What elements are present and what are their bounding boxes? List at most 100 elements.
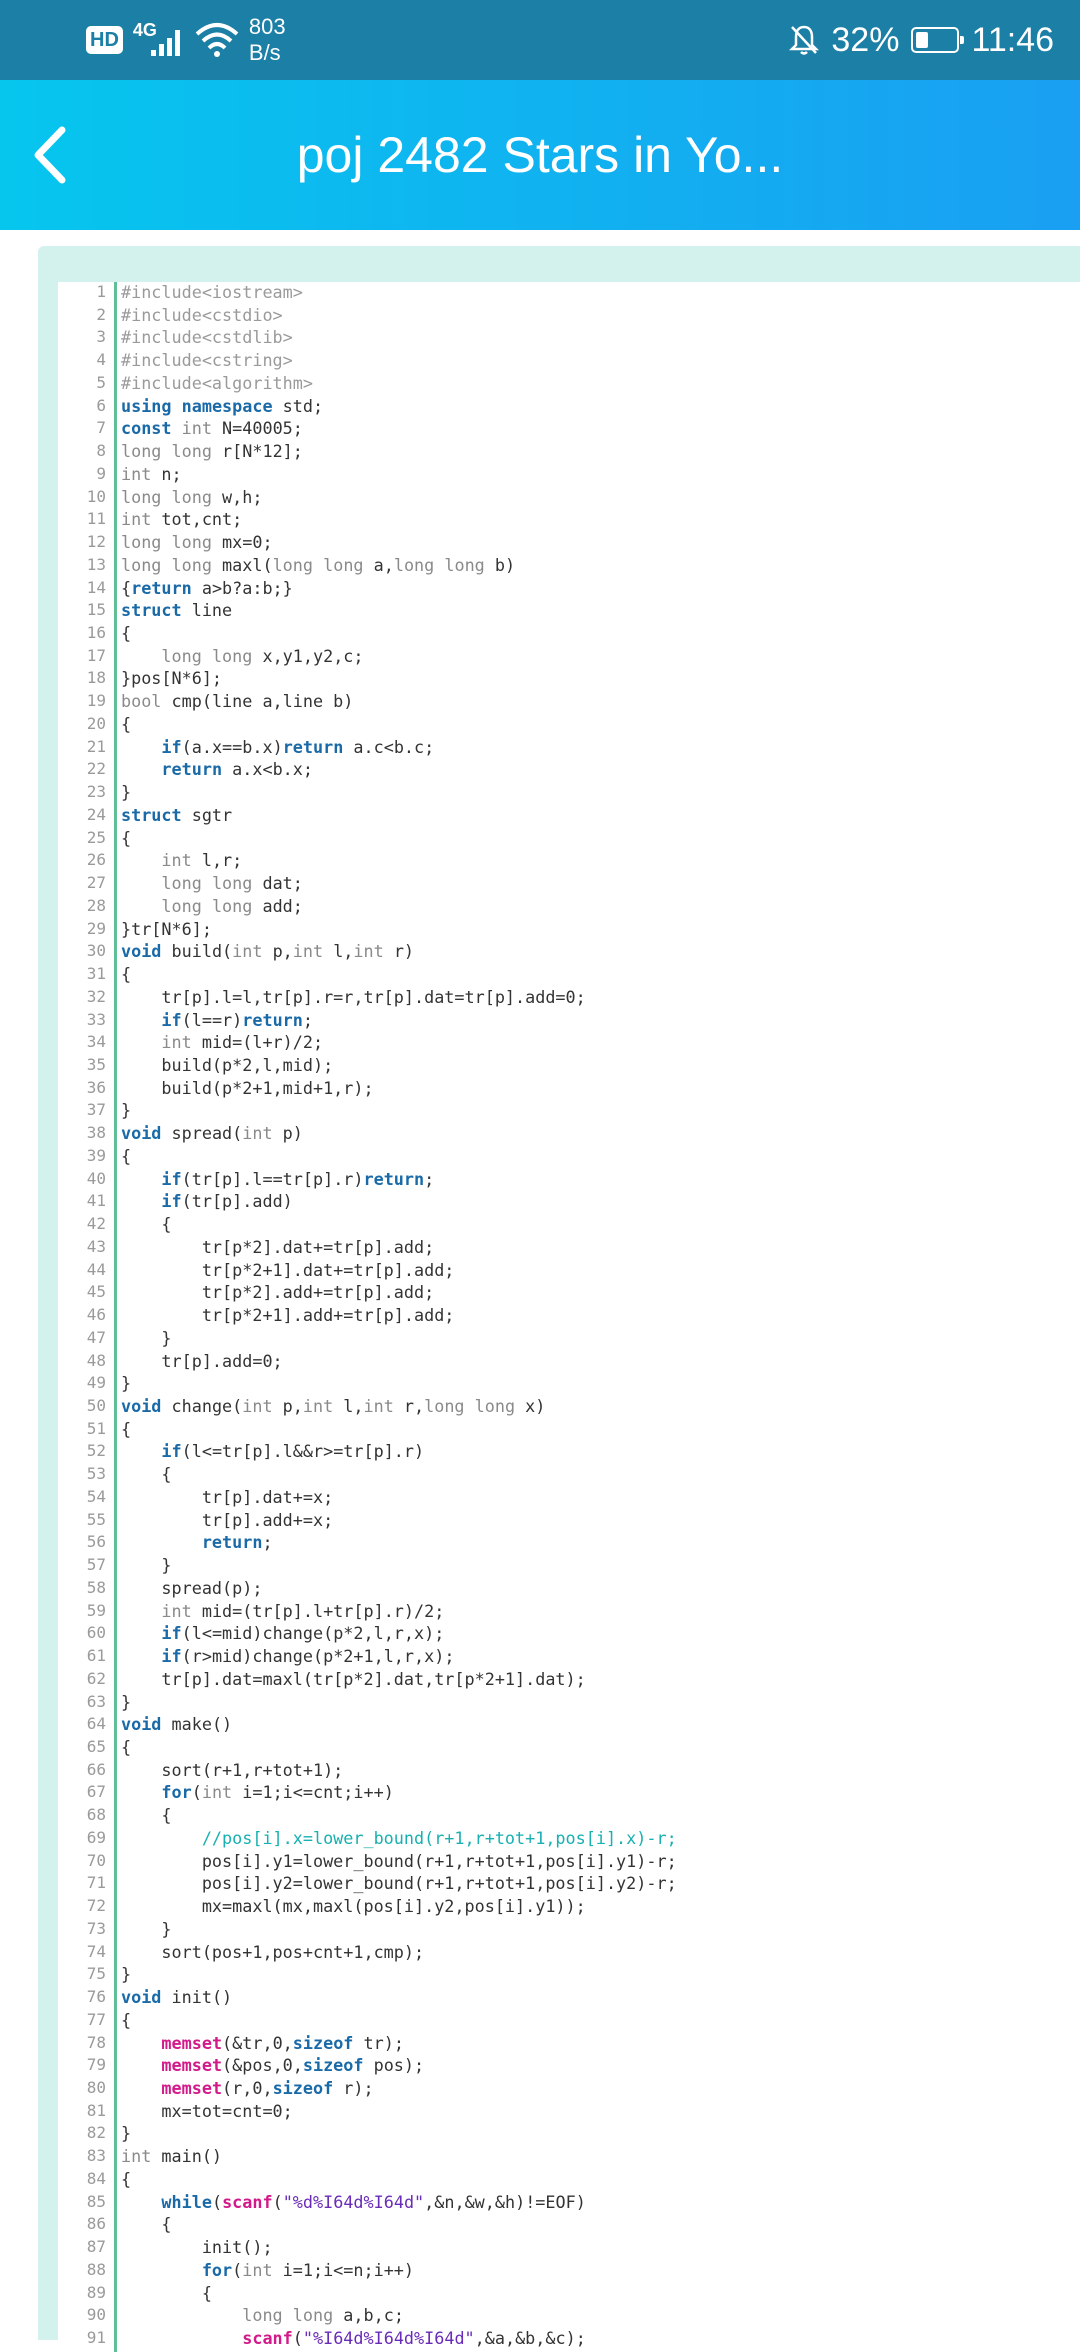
code-line: 32 tr[p].l=l,tr[p].r=r,tr[p].dat=tr[p].a… — [58, 986, 677, 1009]
line-text: tr[p*2].add+=tr[p].add; — [121, 1282, 435, 1303]
code-line: 48 tr[p].add=0; — [58, 1350, 677, 1373]
line-number: 20 — [86, 713, 106, 733]
code-block[interactable]: 1#include<iostream>2#include<cstdio>3#in… — [58, 282, 1080, 2352]
code-line: 19 bool cmp(line a,line b) — [58, 690, 677, 713]
code-line: 62 tr[p].dat=maxl(tr[p*2].dat,tr[p*2+1].… — [58, 1668, 677, 1691]
line-number: 36 — [86, 1077, 106, 1097]
line-text: if(l==r)return; — [161, 1009, 313, 1030]
line-number: 80 — [86, 2078, 106, 2098]
line-number: 41 — [86, 1191, 106, 1211]
code-line: 3#include<cstdlib> — [58, 326, 677, 349]
line-text: bool cmp(line a,line b) — [121, 691, 354, 712]
code-line: 34 int mid=(l+r)/2; — [58, 1031, 677, 1054]
line-number: 65 — [86, 1737, 106, 1756]
code-line: 82} — [58, 2122, 677, 2145]
code-line: 69 //pos[i].x=lower_bound(r+1,r+tot+1,po… — [58, 1827, 677, 1850]
line-text: return a.x<b.x; — [161, 759, 313, 780]
code-line: 53 { — [58, 1463, 677, 1486]
code-line: 37} — [58, 1099, 677, 1122]
line-text: tr[p*2+1].add+=tr[p].add; — [121, 1305, 455, 1326]
line-number: 19 — [86, 691, 106, 711]
line-text: sort(pos+1,pos+cnt+1,cmp); — [121, 1941, 425, 1962]
line-number: 24 — [86, 804, 106, 824]
code-line: 28 long long add; — [58, 895, 677, 918]
line-number: 91 — [86, 2328, 106, 2348]
line-number: 83 — [86, 2146, 106, 2166]
line-number: 73 — [86, 1918, 106, 1938]
line-text: long long maxl(long long a,long long b) — [121, 554, 516, 575]
app-header: poj 2482 Stars in Yo... — [0, 80, 1080, 230]
line-number: 1 — [96, 282, 106, 301]
line-text: { — [121, 1464, 172, 1485]
line-text: } — [121, 1327, 172, 1348]
line-number: 44 — [86, 1259, 106, 1279]
line-number: 15 — [86, 600, 106, 620]
line-text: while(scanf("%d%I64d%I64d",&n,&w,&h)!=EO… — [161, 2191, 586, 2212]
code-line: 88 for(int i=1;i<=n;i++) — [58, 2259, 677, 2282]
line-number: 57 — [86, 1555, 106, 1575]
line-text: #include<cstring> — [121, 350, 293, 371]
line-number: 42 — [86, 1214, 106, 1234]
line-text: memset(&tr,0,sizeof tr); — [161, 2032, 404, 2053]
line-number: 56 — [86, 1532, 106, 1552]
line-text: { — [121, 1737, 132, 1757]
line-text: } — [121, 1918, 172, 1939]
line-number: 88 — [86, 2259, 106, 2279]
speed-unit: B/s — [248, 40, 281, 65]
line-text: init(); — [121, 2237, 273, 2258]
code-line: 84{ — [58, 2168, 677, 2191]
code-line: 46 tr[p*2+1].add+=tr[p].add; — [58, 1304, 677, 1327]
code-line: 42 { — [58, 1213, 677, 1236]
line-number: 51 — [86, 1418, 106, 1438]
line-text: #include<iostream> — [121, 282, 303, 302]
line-number: 40 — [86, 1168, 106, 1188]
line-text: }tr[N*6]; — [121, 918, 212, 939]
line-number: 84 — [86, 2168, 106, 2188]
code-line: 90 long long a,b,c; — [58, 2304, 677, 2327]
code-line: 68 { — [58, 1804, 677, 1827]
code-line: 27 long long dat; — [58, 872, 677, 895]
back-button[interactable] — [22, 120, 92, 190]
line-text: { — [121, 1214, 172, 1235]
line-number: 77 — [86, 2009, 106, 2029]
line-number: 10 — [86, 486, 106, 506]
line-text: if(tr[p].l==tr[p].r)return; — [161, 1168, 435, 1189]
line-text: tr[p].add+=x; — [121, 1509, 334, 1530]
code-line: 51{ — [58, 1418, 677, 1441]
line-text: build(p*2,l,mid); — [121, 1054, 334, 1075]
line-number: 21 — [86, 736, 106, 756]
code-line: 73 } — [58, 1918, 677, 1941]
line-number: 89 — [86, 2282, 106, 2302]
line-text: long long add; — [161, 895, 303, 916]
code-line: 85 while(scanf("%d%I64d%I64d",&n,&w,&h)!… — [58, 2191, 677, 2214]
line-text: int mid=(tr[p].l+tr[p].r)/2; — [161, 1600, 445, 1621]
network-type: 4G — [132, 20, 157, 40]
code-line: 17 long long x,y1,y2,c; — [58, 645, 677, 668]
line-text: sort(r+1,r+tot+1); — [121, 1759, 344, 1780]
line-number: 70 — [86, 1850, 106, 1870]
line-number: 68 — [86, 1805, 106, 1825]
hd-badge: HD — [86, 26, 123, 54]
code-line: 79 memset(&pos,0,sizeof pos); — [58, 2054, 677, 2077]
line-number: 37 — [86, 1100, 106, 1120]
line-text: long long mx=0; — [121, 532, 273, 553]
line-text: tr[p].l=l,tr[p].r=r,tr[p].dat=tr[p].add=… — [121, 986, 586, 1007]
line-text: build(p*2+1,mid+1,r); — [121, 1077, 374, 1098]
gutter-rule — [114, 282, 117, 2352]
code-line: 81 mx=tot=cnt=0; — [58, 2100, 677, 2123]
line-text: { — [121, 713, 132, 734]
line-number: 32 — [86, 986, 106, 1006]
line-number: 14 — [86, 577, 106, 597]
code-line: 14{return a>b?a:b;} — [58, 577, 677, 600]
line-text: if(l<=tr[p].l&&r>=tr[p].r) — [161, 1441, 425, 1462]
line-text: void change(int p,int l,int r,long long … — [121, 1395, 546, 1416]
line-text: { — [121, 964, 132, 985]
network-speed: 803 B/s — [249, 14, 286, 66]
status-bar: HD 4G 803 B/s 32% 11:46 — [0, 0, 1080, 80]
line-number: 78 — [86, 2032, 106, 2052]
line-text: int n; — [121, 463, 182, 484]
line-number: 16 — [86, 623, 106, 643]
line-number: 27 — [86, 873, 106, 893]
